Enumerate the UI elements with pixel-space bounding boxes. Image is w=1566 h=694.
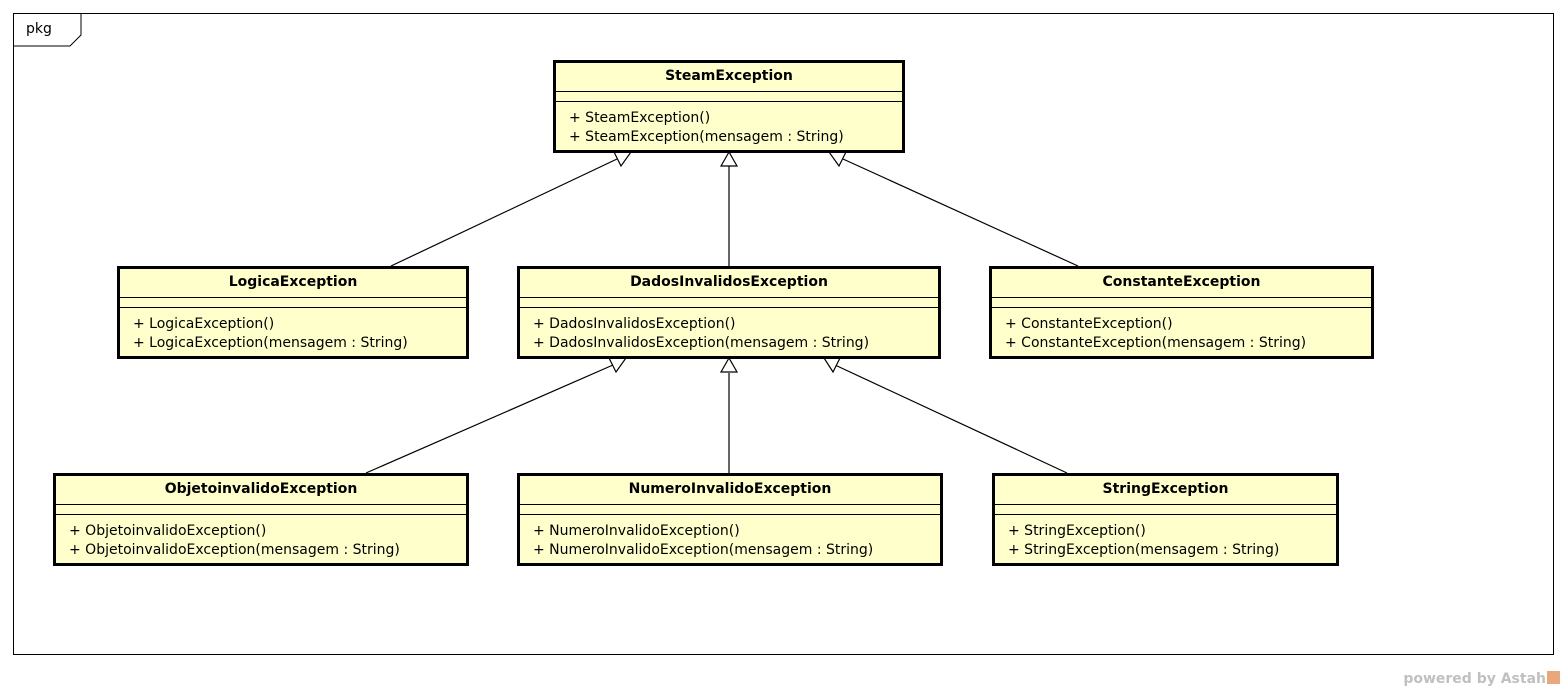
operations-compartment: + ConstanteException() + ConstanteExcept… [992,308,1371,353]
class-name: LogicaException [120,269,466,298]
class-string-exception[interactable]: StringException + StringException() + St… [992,473,1339,566]
generalization-logica-steam [390,158,618,267]
class-name: SteamException [556,63,902,92]
attributes-compartment [520,505,940,515]
generalization-constante-steam [842,158,1079,267]
watermark-text: powered by Astah [1403,671,1546,687]
operations-compartment: + SteamException() + SteamException(mens… [556,102,902,147]
operation: + SteamException(mensagem : String) [569,129,844,145]
class-dados-invalidos-exception[interactable]: DadosInvalidosException + DadosInvalidos… [517,266,941,359]
package-frame [13,13,1554,655]
class-name: ConstanteException [992,269,1371,298]
class-name: StringException [995,476,1336,505]
operations-compartment: + StringException() + StringException(me… [995,515,1336,560]
operation: + NumeroInvalidoException() [533,523,740,539]
operation: + ObjetoinvalidoException(mensagem : Str… [69,542,400,558]
attributes-compartment [992,298,1371,308]
attributes-compartment [56,505,466,515]
operation: + ObjetoinvalidoException() [69,523,267,539]
operation: + ConstanteException() [1005,316,1173,332]
attributes-compartment [995,505,1336,515]
class-objetoinvalido-exception[interactable]: ObjetoinvalidoException + Objetoinvalido… [53,473,469,566]
class-logica-exception[interactable]: LogicaException + LogicaException() + Lo… [117,266,469,359]
package-label: pkg [26,21,52,37]
operation: + DadosInvalidosException(mensagem : Str… [533,335,870,351]
class-name: DadosInvalidosException [520,269,938,298]
operation: + SteamException() [569,110,711,126]
class-numero-invalido-exception[interactable]: NumeroInvalidoException + NumeroInvalido… [517,473,943,566]
arrowhead-string-dados [822,357,841,374]
operation: + NumeroInvalidoException(mensagem : Str… [533,542,874,558]
attributes-compartment [520,298,938,308]
class-name: ObjetoinvalidoException [56,476,466,505]
operations-compartment: + DadosInvalidosException() + DadosInval… [520,308,938,353]
operation: + StringException(mensagem : String) [1008,542,1280,558]
attributes-compartment [120,298,466,308]
class-constante-exception[interactable]: ConstanteException + ConstanteException(… [989,266,1374,359]
generalization-objeto-dados [365,364,614,474]
attributes-compartment [556,92,902,102]
class-steam-exception[interactable]: SteamException + SteamException() + Stea… [553,60,905,153]
package-tab [13,13,82,47]
operation: + DadosInvalidosException() [533,316,736,332]
class-name: NumeroInvalidoException [520,476,940,505]
operations-compartment: + ObjetoinvalidoException() + Objetoinva… [56,515,466,560]
arrowhead-dados-steam [719,150,739,167]
operations-compartment: + NumeroInvalidoException() + NumeroInva… [520,515,940,560]
generalization-string-dados [834,364,1068,474]
operations-compartment: + LogicaException() + LogicaException(me… [120,308,466,353]
operation: + LogicaException(mensagem : String) [133,335,408,351]
operation: + LogicaException() [133,316,275,332]
operation: + ConstanteException(mensagem : String) [1005,335,1307,351]
operation: + StringException() [1008,523,1146,539]
astah-logo-icon [1547,671,1560,684]
watermark: powered by Astah [1403,671,1560,687]
arrowhead-numero-dados [719,356,739,373]
